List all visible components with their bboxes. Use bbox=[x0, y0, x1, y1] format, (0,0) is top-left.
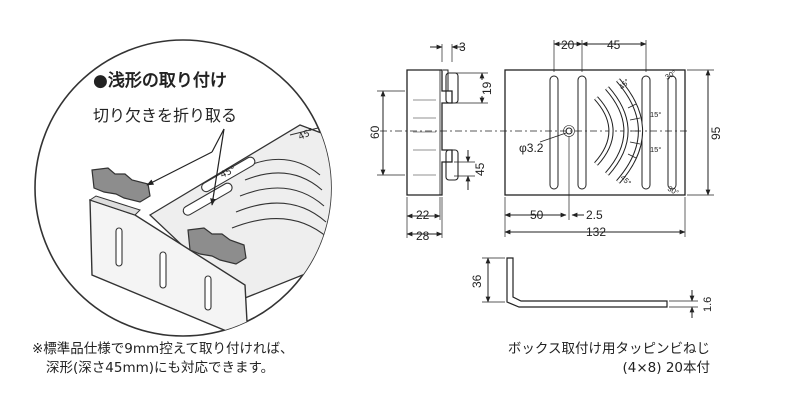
depth-note-line2: 深形(深さ45mm)にも対応できます。 bbox=[46, 360, 275, 376]
dim-hole-diameter: φ3.2 bbox=[519, 141, 544, 155]
technical-drawing bbox=[377, 40, 714, 318]
front-view bbox=[504, 69, 686, 196]
dim-36: 36 bbox=[470, 274, 484, 288]
depth-note-line1: ※標準品仕様で9mm控えて取り付ければ、 bbox=[32, 341, 294, 357]
detail-instruction: 切り欠きを折り取る bbox=[93, 106, 237, 125]
dim-1-6: 1.6 bbox=[702, 297, 714, 312]
angle-label: 15° bbox=[650, 145, 661, 154]
dim-19: 19 bbox=[480, 81, 494, 95]
dim-28: 28 bbox=[416, 229, 430, 243]
dimension-labels: 3 20 45 19 60 95 45 φ3.2 22 28 50 2.5 13… bbox=[368, 38, 723, 312]
dim-50: 50 bbox=[530, 208, 544, 222]
screw-note-line2: (4×8) 20本付 bbox=[622, 360, 711, 376]
dim-22: 22 bbox=[416, 208, 430, 222]
dim-132: 132 bbox=[586, 225, 606, 239]
installation-detail: 45° 45° ●浅形の取り付け 切り欠きを折り取る bbox=[34, 39, 332, 337]
screw-note: ボックス取付け用タッピンビねじ (4×8) 20本付 bbox=[508, 340, 710, 378]
angle-label: 15° bbox=[650, 110, 661, 119]
notch-piece-removed bbox=[91, 167, 151, 203]
angle-labels: 45° 15° 30° 15° 30° 45° bbox=[617, 68, 680, 197]
notch-piece-attached bbox=[187, 227, 247, 265]
dim-60: 60 bbox=[368, 125, 382, 139]
dim-2-5: 2.5 bbox=[586, 208, 603, 222]
dim-45-side: 45 bbox=[473, 162, 487, 176]
dim-20: 20 bbox=[561, 38, 575, 52]
dim-45-top: 45 bbox=[607, 38, 621, 52]
detail-illustration: 45° 45° bbox=[88, 124, 331, 336]
screw-note-line1: ボックス取付け用タッピンビねじ bbox=[507, 341, 710, 357]
dim-3: 3 bbox=[459, 40, 466, 54]
dim-95: 95 bbox=[709, 126, 723, 140]
section-view bbox=[482, 257, 698, 318]
detail-title: ●浅形の取り付け bbox=[93, 70, 227, 91]
side-view bbox=[406, 69, 459, 196]
depth-note: ※標準品仕様で9mm控えて取り付ければ、 深形(深さ45mm)にも対応できます。 bbox=[32, 340, 294, 378]
